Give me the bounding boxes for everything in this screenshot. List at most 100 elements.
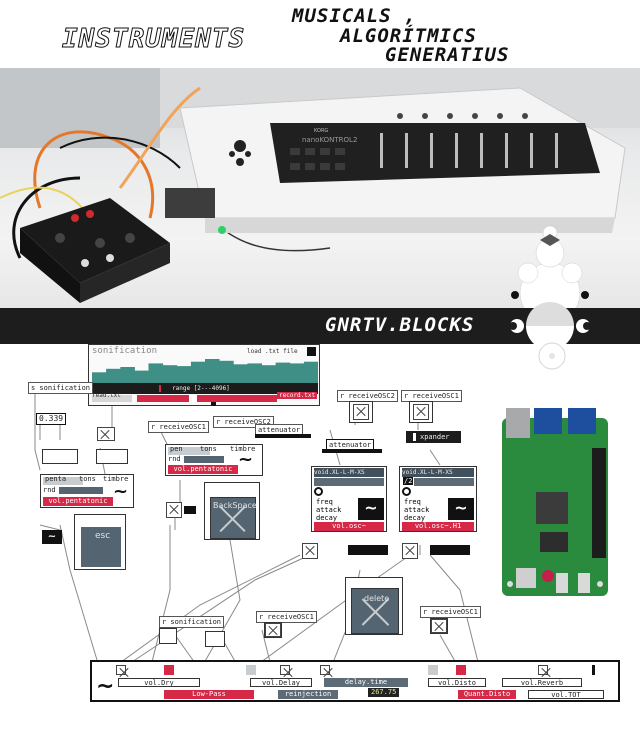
- histogram-bar: [275, 362, 291, 383]
- histogram-bar: [190, 361, 206, 383]
- fx-lowpass-slider[interactable]: Low-Pass: [164, 690, 254, 699]
- raspberry-pi-board: [502, 408, 608, 596]
- osc-right-bang[interactable]: [402, 487, 411, 496]
- backspace-trigger-icon[interactable]: [166, 502, 182, 518]
- osc-right-trigger-icon[interactable]: [402, 543, 418, 559]
- load-file-bang[interactable]: [307, 347, 316, 356]
- fx-reverb-bang-icon[interactable]: [538, 665, 548, 675]
- sonification-panel: sonification load .txt file range [2---4…: [88, 344, 320, 406]
- fx-delay-slider[interactable]: vol.Delay: [250, 678, 312, 687]
- osc-right-freq-label: freq: [404, 498, 421, 506]
- fx-delay-bang-icon[interactable]: [280, 665, 290, 675]
- header-title-line-3: GENERATIUS: [385, 44, 510, 66]
- osc1-g-display: [430, 618, 448, 634]
- osc1-bang-icon[interactable]: [413, 404, 429, 420]
- osc-left-trigger-bar: [348, 545, 388, 555]
- mid-synth-tons-label: tons: [200, 445, 217, 453]
- osc-left-attack-label: attack: [316, 506, 342, 514]
- selector-left[interactable]: [42, 449, 78, 464]
- fx-time-bang-icon[interactable]: [320, 665, 330, 675]
- fx-rack: ~ vol.Dry vol.Delay delay.time vol.Disto…: [90, 660, 620, 702]
- fx-red-bang[interactable]: [164, 665, 174, 675]
- fx-distortion-slider[interactable]: vol.Disto: [428, 678, 486, 687]
- osc-left-output-slider[interactable]: vol.osc~: [314, 522, 384, 531]
- expander-marker: [413, 433, 416, 441]
- sonification-meter-pointer: [189, 395, 197, 402]
- fx-dry-bang-icon[interactable]: [116, 665, 126, 675]
- fx-reinjection-slider[interactable]: reinjection: [278, 690, 338, 699]
- sonification-indicator: [211, 402, 216, 406]
- osc-right-wave-icon: ~: [454, 498, 468, 517]
- read-txt-label: read.txt: [92, 392, 121, 399]
- esc-key-toggle[interactable]: ~: [42, 530, 62, 544]
- esc-key-tile[interactable]: [81, 527, 121, 567]
- esc-key-label: esc: [95, 531, 111, 541]
- expander-block[interactable]: xpander: [406, 431, 461, 443]
- mid-synth-rnd-slider[interactable]: [184, 456, 224, 463]
- header-title-left: INSTRUMENTS: [61, 24, 246, 55]
- record-txt-label: record.txt: [277, 392, 318, 399]
- selector-right[interactable]: [96, 449, 128, 464]
- send-sonification-object[interactable]: s sonification: [28, 382, 94, 394]
- histogram-bar: [247, 363, 262, 383]
- osc-right-vol-selector[interactable]: void.XL-L-M-XS: [402, 468, 474, 477]
- receive-osc1-f[interactable]: r receiveOSC1: [256, 611, 317, 623]
- histogram-bar: [134, 370, 149, 383]
- osc-right-output-slider[interactable]: vol.osc~.H1: [402, 522, 474, 531]
- left-synth-pent-slider[interactable]: [43, 477, 83, 485]
- read-txt-toggle[interactable]: [92, 395, 132, 402]
- osc-left-steps[interactable]: [314, 478, 384, 486]
- osc-right-trigger-bar: [430, 545, 470, 555]
- fx-quant-disto-slider[interactable]: Quant.Disto: [458, 690, 516, 699]
- histogram-bar: [106, 368, 121, 383]
- sonification-receive-display[interactable]: [205, 631, 225, 647]
- osc1-g-bang-icon[interactable]: [431, 619, 447, 633]
- fx-delay-time-slider[interactable]: delay.time: [324, 678, 408, 687]
- fx-dry-slider[interactable]: vol.Dry: [118, 678, 200, 687]
- osc1-f-display: [264, 622, 282, 638]
- fx-total-slider[interactable]: vol.TOT: [528, 690, 604, 699]
- histogram-bar: [120, 367, 135, 383]
- histogram-bar: [303, 361, 318, 383]
- left-synth-volume-slider[interactable]: vol.pentatonic: [43, 497, 113, 506]
- fx-tile-2[interactable]: [428, 665, 438, 675]
- receive-osc1-a[interactable]: r receiveOSC1: [148, 421, 209, 433]
- backspace-key-tile[interactable]: [210, 497, 256, 539]
- delete-key-panel: delete: [345, 577, 403, 635]
- osc2-bang-icon[interactable]: [353, 404, 369, 420]
- histogram-bar: [205, 359, 220, 383]
- osc-left-wave-tile: ~: [358, 498, 384, 520]
- banner-strip: GNRTV.BLOCKS: [0, 302, 640, 350]
- mid-synth-volume-slider[interactable]: vol.pentatonic: [168, 465, 238, 474]
- osc-left-trigger-icon[interactable]: [302, 543, 318, 559]
- osc-left-vol-selector[interactable]: void.XL-L-M-XS: [314, 468, 384, 477]
- left-synth-tons-label: tons: [79, 475, 96, 483]
- osc-left-bang[interactable]: [314, 487, 323, 496]
- fractal-emblem-icon: [509, 302, 591, 350]
- sonification-receive-toggle[interactable]: [159, 628, 177, 644]
- range-slider[interactable]: range [2---4096]: [92, 383, 318, 394]
- left-synth-rnd-slider[interactable]: [59, 487, 103, 494]
- fx-tile-1[interactable]: [246, 665, 256, 675]
- delete-key-tile[interactable]: [351, 588, 399, 634]
- range-marker: [159, 385, 161, 392]
- fx-delay-value[interactable]: 267.75: [368, 688, 400, 697]
- histogram-bar: [233, 364, 248, 383]
- histogram-bar: [289, 363, 305, 383]
- fx-tile-3[interactable]: [592, 665, 595, 675]
- toggle-left-icon[interactable]: [97, 427, 115, 441]
- value-number-box[interactable]: 0.339: [36, 413, 67, 425]
- fx-red-bang-2[interactable]: [456, 665, 466, 675]
- fx-reverb-slider[interactable]: vol.Reverb: [502, 678, 582, 687]
- fx-rack-wave-icon: ~: [96, 674, 115, 699]
- receive-osc1-g[interactable]: r receiveOSC1: [420, 606, 481, 618]
- histogram-bar: [176, 366, 192, 383]
- attenuator-top-bar: [255, 434, 311, 438]
- header-title-line-1: MUSICALS ,: [292, 5, 417, 27]
- mid-synth-module: pen tons timbre rnd ~ vol.pentatonic: [165, 444, 263, 476]
- receive-sonification-e[interactable]: r sonification: [159, 616, 225, 628]
- mid-synth-pent-slider[interactable]: [168, 447, 210, 455]
- device-brand-label: KORG: [314, 128, 329, 134]
- osc-right-steps[interactable]: [414, 478, 474, 486]
- osc1-f-bang-icon[interactable]: [265, 623, 281, 637]
